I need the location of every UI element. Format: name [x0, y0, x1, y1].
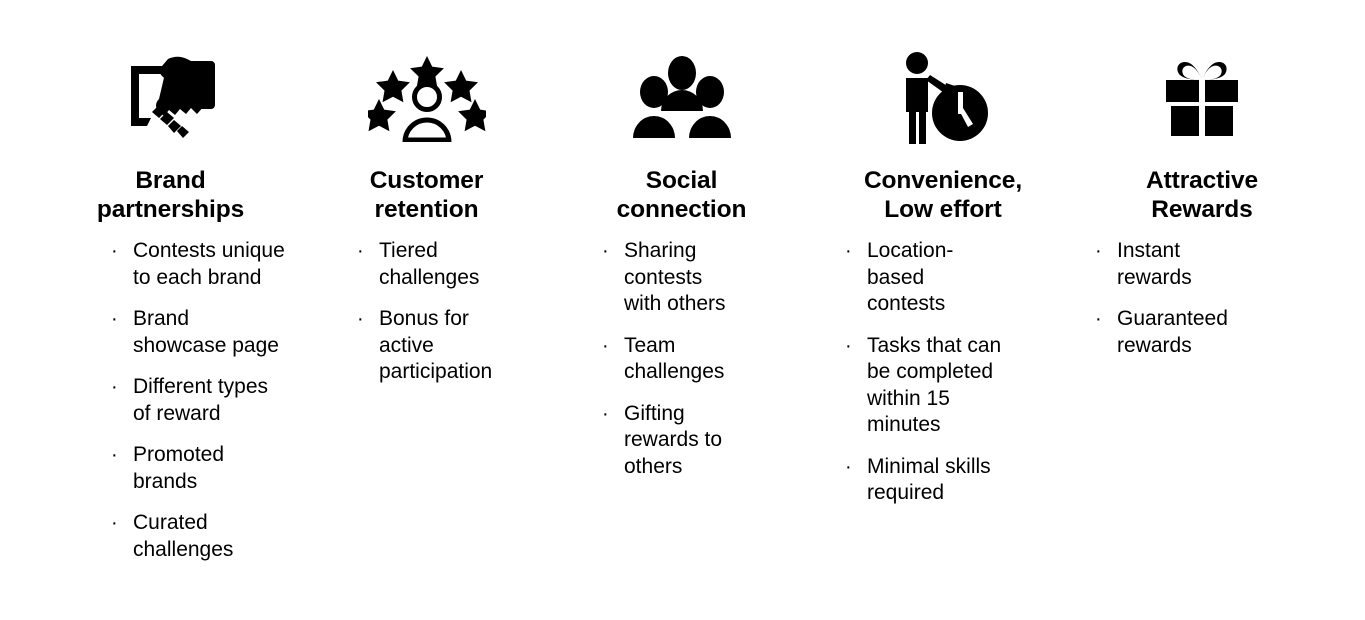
handshake-icon: [119, 48, 223, 148]
bullet-text: Tiered challenges: [379, 239, 480, 289]
list-item: · Location- based contests: [844, 238, 1102, 318]
feature-column-attractive-rewards: Attractive Rewards · Instant rewards · G…: [1072, 48, 1332, 359]
list-item: · Bonus for active participation: [356, 306, 601, 386]
bullet-dot-icon: ·: [111, 240, 118, 262]
list-item: · Brand showcase page: [110, 306, 377, 359]
bullet-dot-icon: ·: [1095, 240, 1102, 262]
bullet-dot-icon: ·: [357, 240, 364, 262]
list-item: · Instant rewards: [1094, 238, 1354, 291]
bullet-text: Guaranteed rewards: [1117, 307, 1228, 357]
column-title: Convenience, Low effort: [863, 167, 1023, 223]
bullet-dot-icon: ·: [845, 334, 852, 357]
bullet-dot-icon: ·: [845, 240, 852, 262]
people-group-icon: [632, 48, 731, 148]
list-item: · Sharing contests with others: [601, 238, 866, 318]
bullet-text: Team challenges: [624, 333, 725, 384]
feature-column-customer-retention: Customer retention · Tiered challenges ·…: [304, 48, 549, 386]
bullet-text: Contests unique to each brand: [133, 239, 285, 289]
bullet-list: · Instant rewards · Guaranteed rewards: [1072, 238, 1365, 359]
person-five-stars-icon: [367, 48, 486, 148]
bullet-list: · Location- based contests · Tasks that …: [814, 238, 1112, 507]
column-title: Brand partnerships: [96, 167, 245, 223]
bullet-dot-icon: ·: [1095, 308, 1102, 330]
list-item: · Minimal skills required: [844, 454, 1102, 507]
bullet-text: Sharing contests with others: [624, 239, 726, 315]
bullet-text: Gifting rewards to others: [624, 401, 723, 478]
bullet-dot-icon: ·: [845, 455, 852, 478]
column-title: Customer retention: [369, 167, 484, 223]
feature-column-brand-partnerships: Brand partnerships · Contests unique to …: [37, 48, 304, 563]
list-item: · Team challenges: [601, 333, 866, 386]
bullet-list: · Sharing contests with others · Team ch…: [549, 238, 884, 480]
bullet-dot-icon: ·: [602, 334, 609, 357]
list-item: · Guaranteed rewards: [1094, 306, 1354, 359]
bullet-dot-icon: ·: [111, 376, 118, 398]
bullet-text: Curated challenges: [133, 511, 234, 561]
bullet-list: · Contests unique to each brand · Brand …: [37, 238, 387, 563]
bullet-text: Instant rewards: [1117, 239, 1192, 289]
bullet-text: Tasks that can be completed within 15 mi…: [867, 333, 1002, 437]
list-item: · Gifting rewards to others: [601, 401, 866, 481]
bullet-text: Bonus for active participation: [379, 307, 493, 383]
bullet-text: Promoted brands: [133, 443, 225, 493]
list-item: · Different types of reward: [110, 374, 377, 427]
list-item: · Contests unique to each brand: [110, 238, 377, 291]
bullet-text: Minimal skills required: [867, 454, 991, 505]
bullet-dot-icon: ·: [111, 512, 118, 534]
feature-column-social-connection: Social connection · Sharing contests wit…: [549, 48, 814, 480]
list-item: · Promoted brands: [110, 442, 377, 495]
bullet-dot-icon: ·: [602, 402, 609, 425]
list-item: · Curated challenges: [110, 510, 377, 563]
column-title: Social connection: [616, 167, 747, 223]
feature-column-convenience-low-effort: Convenience, Low effort · Location- base…: [814, 48, 1072, 507]
column-title: Attractive Rewards: [1145, 167, 1258, 223]
bullet-text: Brand showcase page: [133, 307, 279, 357]
list-item: · Tasks that can be completed within 15 …: [844, 333, 1102, 439]
bullet-dot-icon: ·: [111, 444, 118, 466]
feature-columns: Brand partnerships · Contests unique to …: [37, 48, 1332, 563]
bullet-dot-icon: ·: [602, 240, 609, 262]
list-item: · Tiered challenges: [356, 238, 601, 291]
gift-box-icon: [1162, 48, 1242, 148]
bullet-list: · Tiered challenges · Bonus for active p…: [304, 238, 615, 386]
bullet-dot-icon: ·: [111, 308, 118, 330]
bullet-dot-icon: ·: [357, 308, 364, 330]
person-with-clock-icon: [896, 48, 990, 148]
bullet-text: Different types of reward: [133, 375, 269, 425]
bullet-text: Location- based contests: [867, 239, 954, 315]
